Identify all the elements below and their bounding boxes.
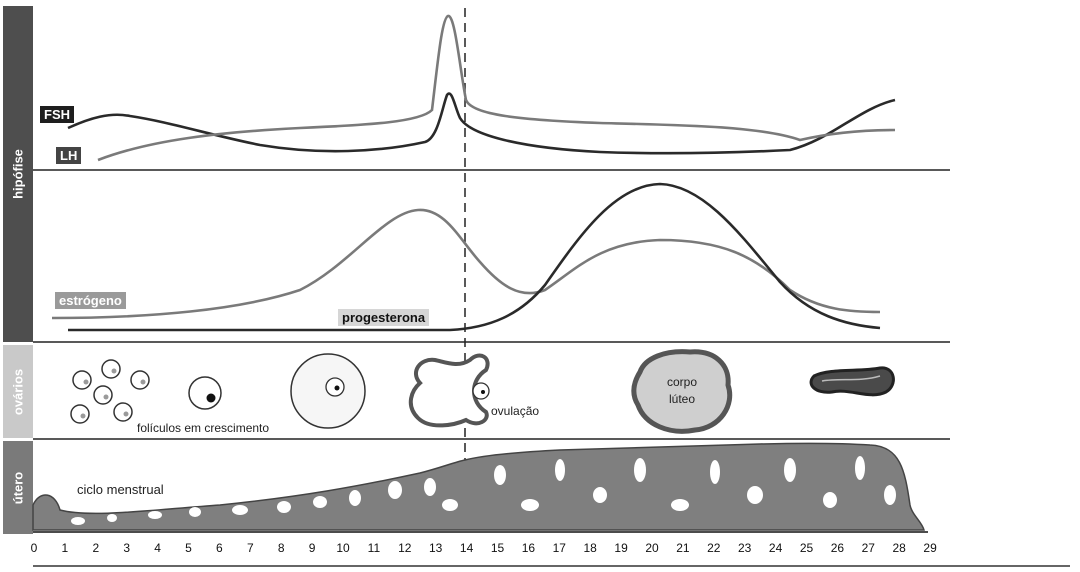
day-tick: 13 [429,541,443,555]
corpus-luteum-label-1: corpo [667,375,698,389]
estrogen-label: estrógeno [55,292,126,309]
panel-label-hipofise: hipófise [3,6,33,342]
day-tick: 23 [738,541,752,555]
day-tick: 19 [614,541,628,555]
day-tick: 7 [246,541,254,555]
lh-label: LH [56,147,82,164]
day-tick: 3 [123,541,131,555]
day-tick: 22 [707,541,721,555]
day-tick: 6 [216,541,223,555]
day-tick: 8 [277,541,285,555]
corpus-luteum-label-2: lúteo [669,392,696,406]
estrogen-curve [51,208,881,320]
day-tick: 4 [154,541,161,555]
fsh-label: FSH [40,106,74,123]
fsh-curve [67,92,896,155]
day-tick: 16 [521,541,536,555]
day-tick: 10 [336,541,350,555]
ovulation-label: ovulação [491,404,540,418]
day-tick: 0 [30,541,38,555]
day-tick: 9 [308,541,316,555]
lh-curve [97,14,896,162]
day-tick: 26 [830,541,845,555]
day-tick: 17 [552,541,566,555]
follicle-medium [188,376,222,410]
panel-label-ovarios: ovários [3,345,33,438]
day-tick: 24 [768,541,783,555]
corpus-albicans [809,366,895,397]
day-tick: 21 [676,541,690,555]
day-tick: 11 [367,541,381,555]
released-ovum [472,382,490,400]
gland-holes [71,456,896,525]
day-tick: 20 [645,541,659,555]
day-tick: 27 [861,541,875,555]
day-tick: 14 [459,541,474,555]
day-tick: 18 [583,541,597,555]
panel-label-utero: útero [3,441,33,534]
day-tick: 25 [799,541,814,555]
growing-follicles [70,359,150,424]
ruptured-follicle [408,353,490,428]
progesterone-label: progesterona [338,309,430,326]
day-tick: 12 [398,541,412,555]
day-tick: 2 [92,541,100,555]
endometrium [32,442,925,531]
day-tick: 29 [923,541,937,555]
follicles-label: folículos em crescimento [137,421,270,435]
corpus-luteum [631,349,733,434]
day-tick: 15 [490,541,505,555]
day-tick: 5 [185,541,192,555]
menstrual-cycle-label: ciclo menstrual [77,482,164,497]
progesterone-curve [68,182,881,332]
day-tick: 1 [61,541,69,555]
day-tick: 28 [892,541,906,555]
